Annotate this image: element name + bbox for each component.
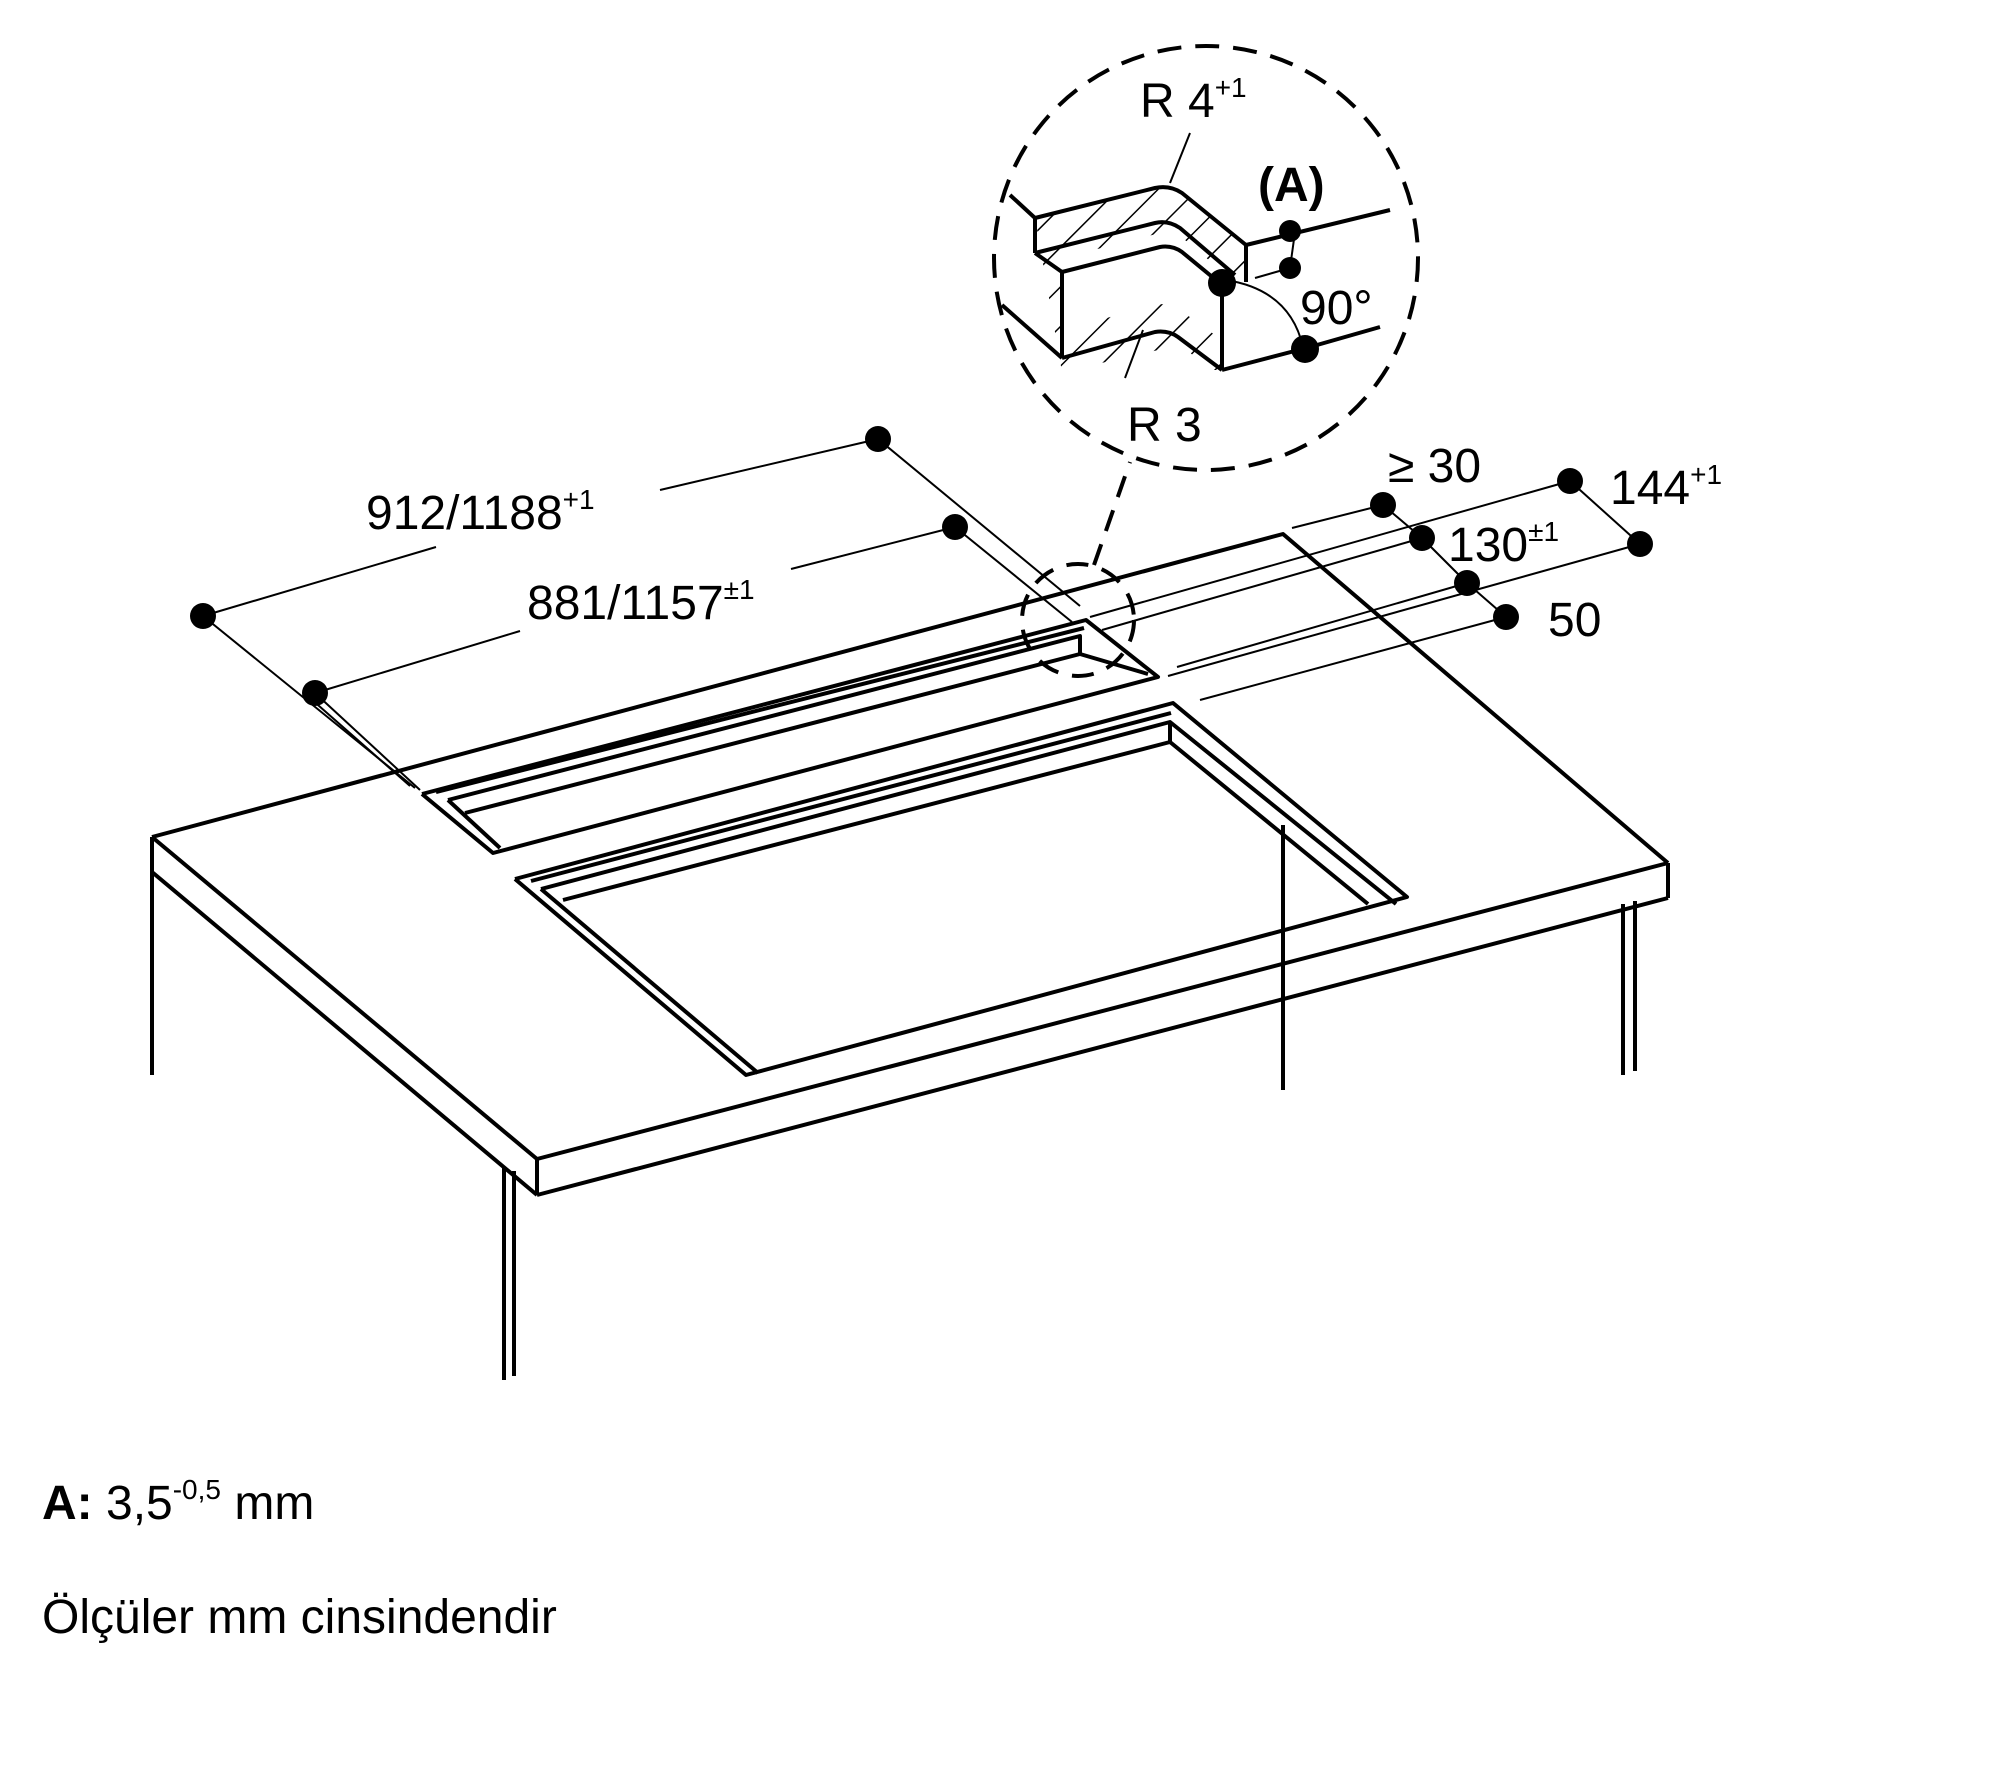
note-units: Ölçüler mm cinsindendir	[42, 1594, 557, 1642]
dim-144-tolerance: +1	[1690, 459, 1723, 490]
note-a: A: 3,5-0,5 mm	[42, 1476, 315, 1530]
dim-912-1188: 912/1188+1	[366, 486, 595, 540]
label-r4: R 4+1	[1140, 74, 1247, 128]
dim-min-30: ≥ 30	[1388, 443, 1481, 491]
worktop	[150, 532, 1670, 1197]
note-units-text: Ölçüler mm cinsindendir	[42, 1591, 557, 1644]
dim-130-tolerance: ±1	[1528, 516, 1560, 547]
label-r3-value: R 3	[1127, 399, 1202, 452]
label-r4-tolerance: +1	[1214, 72, 1247, 103]
dim-130: 130±1	[1448, 518, 1559, 572]
label-r3: R 3	[1127, 402, 1202, 450]
note-a-tolerance: -0,5	[172, 1474, 221, 1505]
dim-144-value: 144	[1610, 462, 1691, 515]
dimension-endpoints	[190, 426, 1653, 706]
dim-881-1157-tolerance: ±1	[723, 574, 755, 605]
dim-912-1188-tolerance: +1	[562, 484, 595, 515]
label-r4-value: R 4	[1140, 75, 1215, 128]
cabinet-legs	[150, 825, 1637, 1380]
label-angle: 90°	[1300, 285, 1373, 333]
dim-min-30-value: ≥ 30	[1388, 440, 1482, 493]
label-a-detail: (A)	[1258, 162, 1325, 210]
detail-marker	[1020, 461, 1136, 678]
note-a-unit: mm	[234, 1477, 315, 1530]
cooktop-cutout	[513, 701, 1409, 1077]
dim-50: 50	[1548, 597, 1601, 645]
note-a-label: A:	[42, 1477, 93, 1530]
detail-callout	[992, 44, 1420, 472]
dim-144: 144+1	[1610, 461, 1722, 515]
label-angle-text: 90°	[1300, 282, 1373, 335]
dim-881-1157-value: 881/1157	[527, 577, 724, 630]
dim-912-1188-value: 912/1188	[366, 487, 563, 540]
note-a-value: 3,5	[106, 1477, 173, 1530]
dim-130-value: 130	[1448, 519, 1529, 572]
dim-881-1157: 881/1157±1	[527, 576, 755, 630]
dim-50-value: 50	[1548, 594, 1602, 647]
dimension-lines	[202, 438, 1641, 791]
label-a-detail-text: (A)	[1258, 159, 1325, 212]
